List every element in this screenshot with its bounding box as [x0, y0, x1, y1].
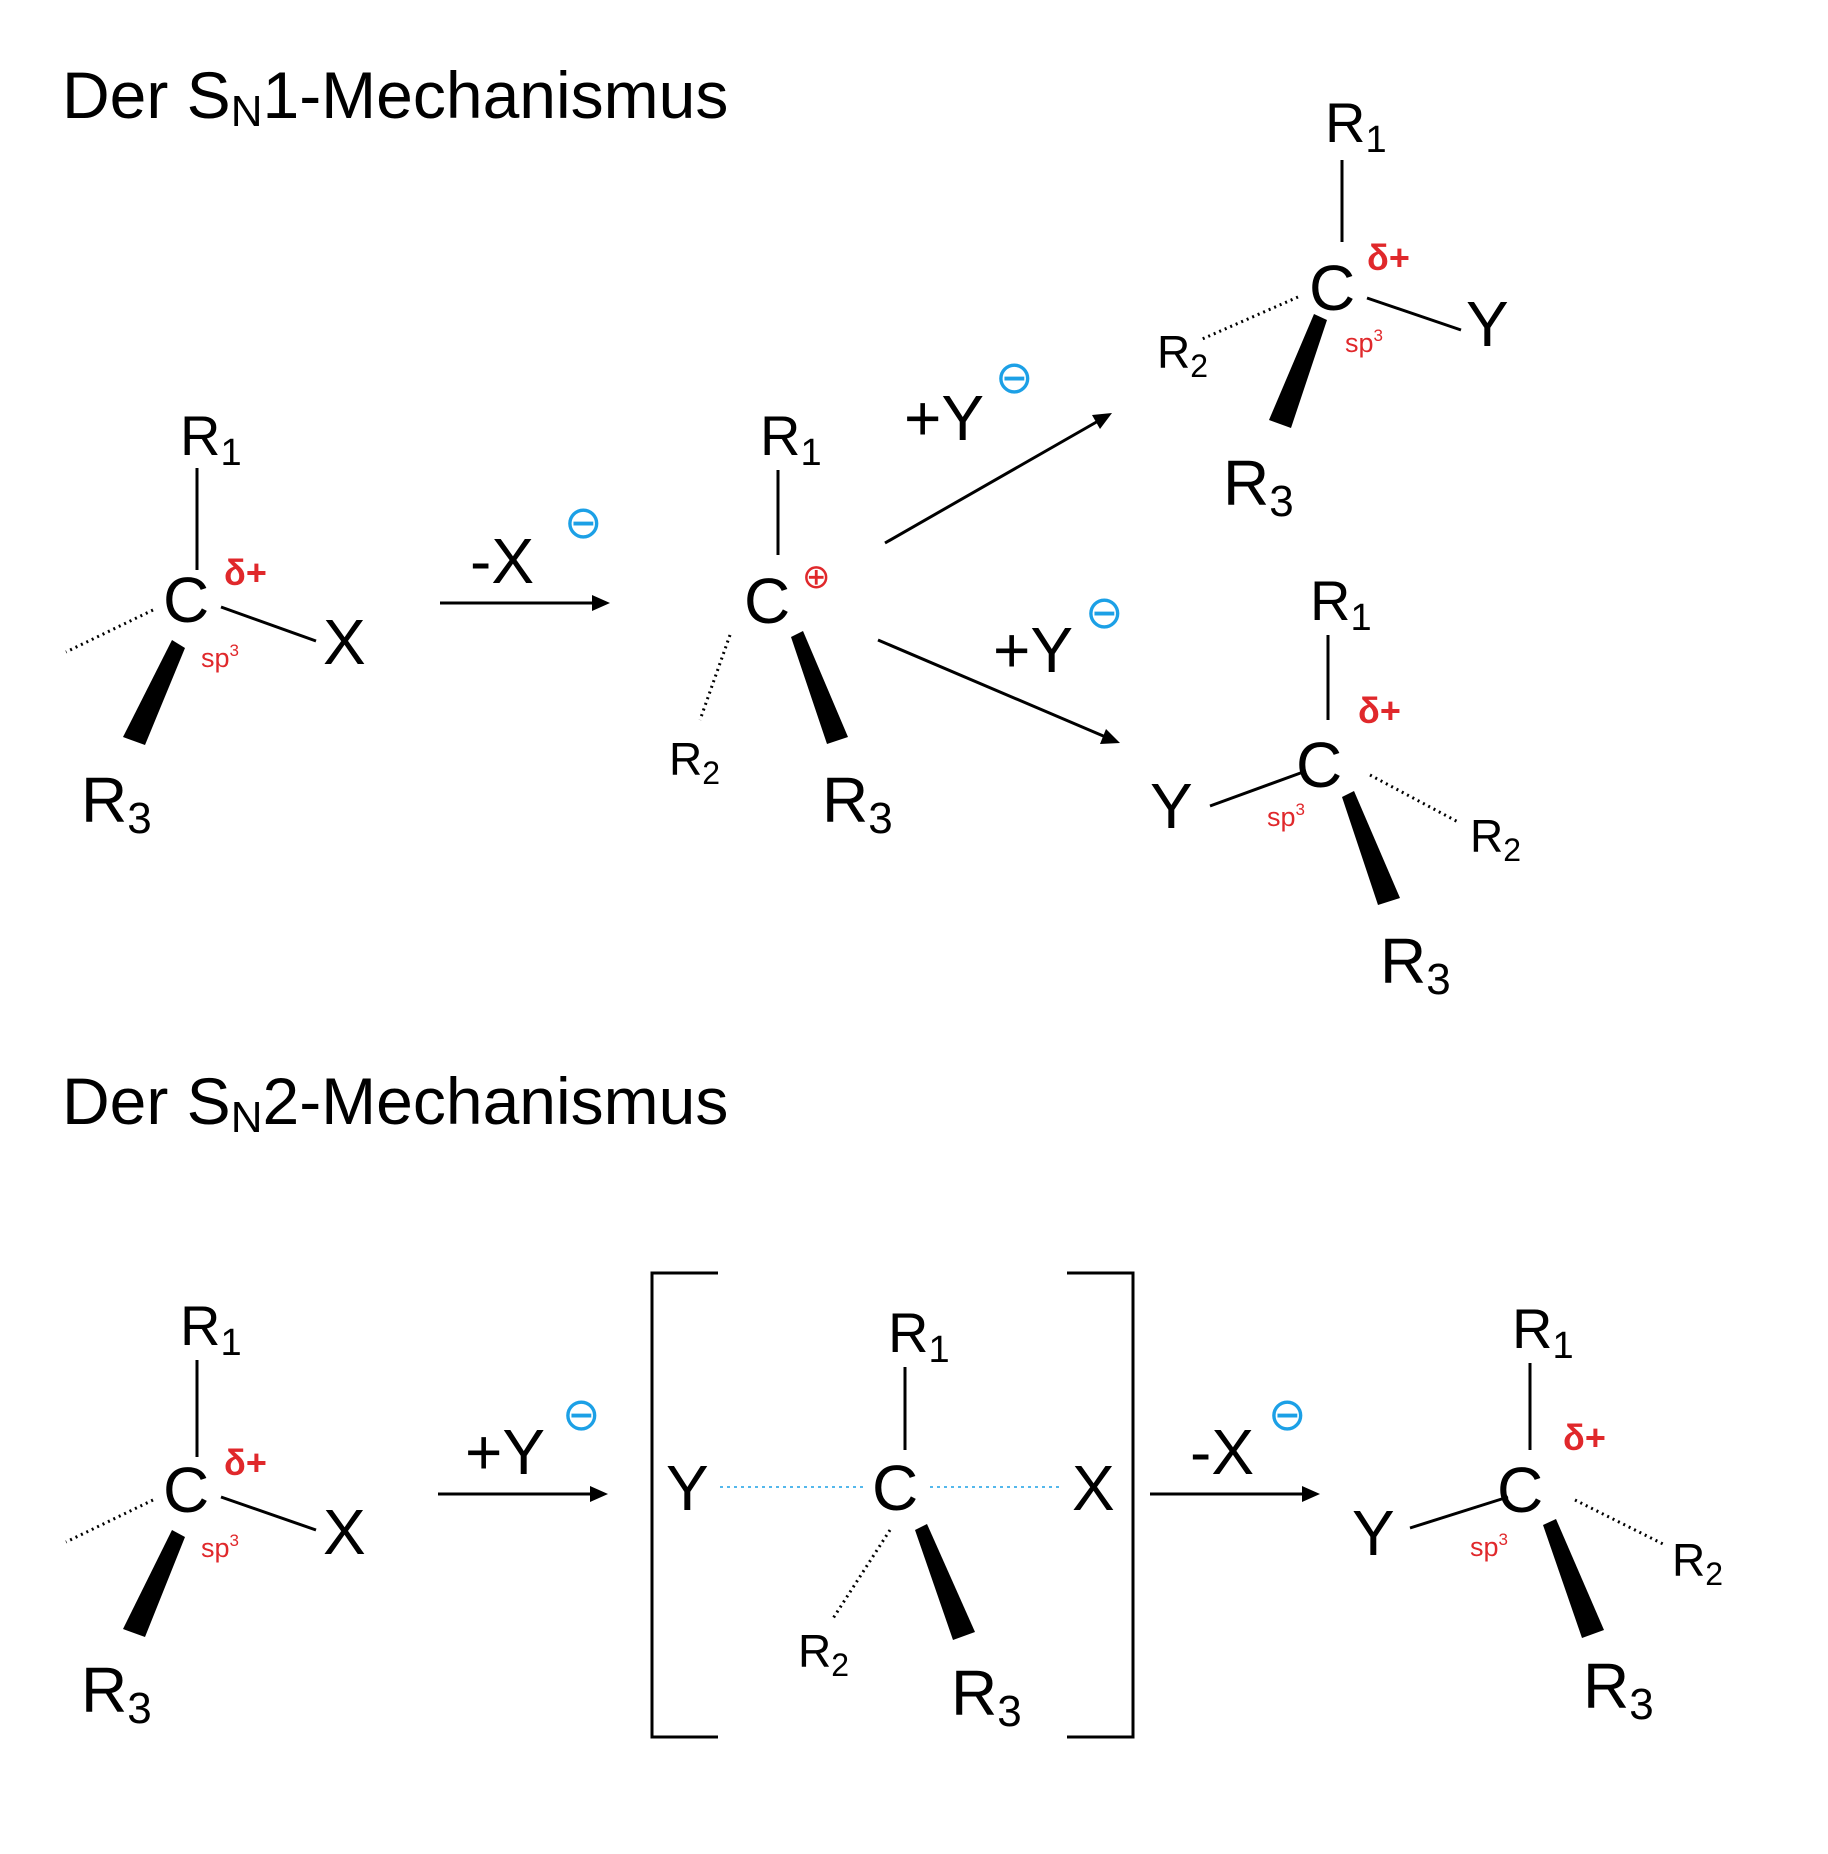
hybridization: sp3 — [1470, 1530, 1508, 1562]
wedge-r3 — [123, 1530, 185, 1637]
bracket-left — [650, 1271, 718, 1739]
bond-r2-dashed — [830, 1529, 892, 1621]
arrow-label: +Y — [993, 614, 1073, 686]
r1-label: R1 — [1325, 91, 1387, 161]
nucleophile: Y — [666, 1452, 709, 1524]
wedge-r3 — [1543, 1519, 1604, 1638]
bond-r2-dashed — [698, 634, 732, 721]
r1-label: R1 — [888, 1301, 950, 1371]
nucleophile: Y — [1150, 770, 1193, 842]
leaving-group: X — [323, 1496, 366, 1568]
nucleophile: Y — [1466, 288, 1509, 360]
center-carbon: C — [163, 564, 209, 636]
r2-label: R2 — [1470, 810, 1521, 868]
sn1-carbocation: R1 C ⊕ R2 R3 — [669, 404, 893, 843]
wedge-r3 — [1269, 314, 1327, 428]
ion-charge-icon: ⊖ — [562, 1388, 601, 1440]
hybridization: sp3 — [1345, 326, 1383, 358]
r3-label: R3 — [822, 764, 893, 843]
r1-label: R1 — [1310, 569, 1372, 639]
arrow-label: -X — [1190, 1416, 1254, 1488]
r2-label: R2 — [798, 1625, 849, 1683]
r2-label: R2 — [1672, 1534, 1723, 1592]
ion-charge-icon: ⊖ — [995, 351, 1034, 403]
sn1-arrow-leave: -X ⊖ — [440, 496, 610, 611]
center-carbon: C — [1309, 252, 1355, 324]
sn2-arrow-attack: +Y ⊖ — [438, 1388, 608, 1502]
sn2-transition-state: R1 C Y X R2 R3 — [650, 1271, 1135, 1739]
r3-label: R3 — [1223, 447, 1294, 526]
ion-charge-icon: ⊖ — [1085, 586, 1124, 638]
sn1-product-bottom: R1 C δ+ sp3 Y R2 R3 — [1150, 569, 1521, 1004]
ion-charge-icon: ⊖ — [564, 496, 603, 548]
arrow-label: -X — [470, 525, 534, 597]
r3-label: R3 — [81, 764, 152, 843]
center-carbon: C — [744, 565, 790, 637]
partial-charge: δ+ — [1358, 690, 1401, 731]
sn2-reactant: R1 C δ+ sp3 X R3 — [65, 1294, 366, 1733]
leaving-group: X — [1072, 1452, 1115, 1524]
r3-label: R3 — [1583, 1650, 1654, 1729]
r1-label: R1 — [180, 1294, 242, 1364]
hybridization: sp3 — [1267, 800, 1305, 832]
hybridization: sp3 — [201, 1531, 239, 1563]
bracket-right — [1067, 1271, 1135, 1739]
partial-charge: δ+ — [1563, 1417, 1606, 1458]
sn1-product-top: R1 C δ+ sp3 Y R2 R3 — [1157, 91, 1509, 526]
wedge-r3 — [1342, 791, 1400, 905]
center-carbon: C — [163, 1454, 209, 1526]
center-carbon: C — [872, 1452, 918, 1524]
r3-label: R3 — [81, 1654, 152, 1733]
sn2-title: Der SN2-Mechanismus — [62, 1064, 728, 1142]
bond-r2-dashed — [65, 608, 154, 654]
ion-charge-icon: ⊖ — [1268, 1388, 1307, 1440]
center-carbon: C — [1296, 729, 1342, 801]
bond-x — [220, 605, 317, 643]
bond-r2-dashed — [1574, 1498, 1666, 1547]
partial-charge: δ+ — [224, 1442, 267, 1483]
center-carbon: C — [1497, 1454, 1543, 1526]
r2-label: R2 — [1157, 326, 1208, 384]
partial-charge: δ+ — [224, 552, 267, 593]
r2-label: R2 — [669, 733, 720, 791]
arrow-label: +Y — [465, 1416, 545, 1488]
bond-r2-dashed — [65, 1498, 154, 1544]
sn2-arrow-leave: -X ⊖ — [1150, 1388, 1320, 1502]
sn1-title: Der SN1-Mechanismus — [62, 58, 728, 136]
wedge-r3 — [791, 631, 848, 744]
r1-label: R1 — [180, 404, 242, 474]
bond-y — [1409, 1495, 1509, 1530]
bond-r2-dashed — [1199, 295, 1299, 342]
r3-label: R3 — [951, 1657, 1022, 1736]
bond-x — [220, 1495, 317, 1532]
leaving-group: X — [323, 606, 366, 678]
sn1-arrow-attack-top: +Y ⊖ — [884, 351, 1112, 545]
r1-label: R1 — [1512, 1297, 1574, 1367]
partial-charge: δ+ — [1367, 237, 1410, 278]
r3-label: R3 — [1380, 925, 1451, 1004]
bond-y — [1366, 296, 1462, 332]
sn1-reactant: R1 C δ+ sp3 X R3 — [65, 404, 366, 843]
sn2-product: R1 C δ+ sp3 Y R2 R3 — [1352, 1297, 1723, 1729]
hybridization: sp3 — [201, 641, 239, 673]
r1-label: R1 — [760, 404, 822, 474]
nucleophile: Y — [1352, 1497, 1395, 1569]
bond-y — [1209, 769, 1307, 808]
wedge-r3 — [915, 1524, 975, 1640]
sn1-arrow-attack-bottom: +Y ⊖ — [877, 586, 1124, 744]
cation-charge-icon: ⊕ — [802, 558, 831, 596]
arrow-label: +Y — [904, 382, 984, 454]
wedge-r3 — [123, 640, 185, 745]
bond-r2-dashed — [1369, 773, 1461, 825]
